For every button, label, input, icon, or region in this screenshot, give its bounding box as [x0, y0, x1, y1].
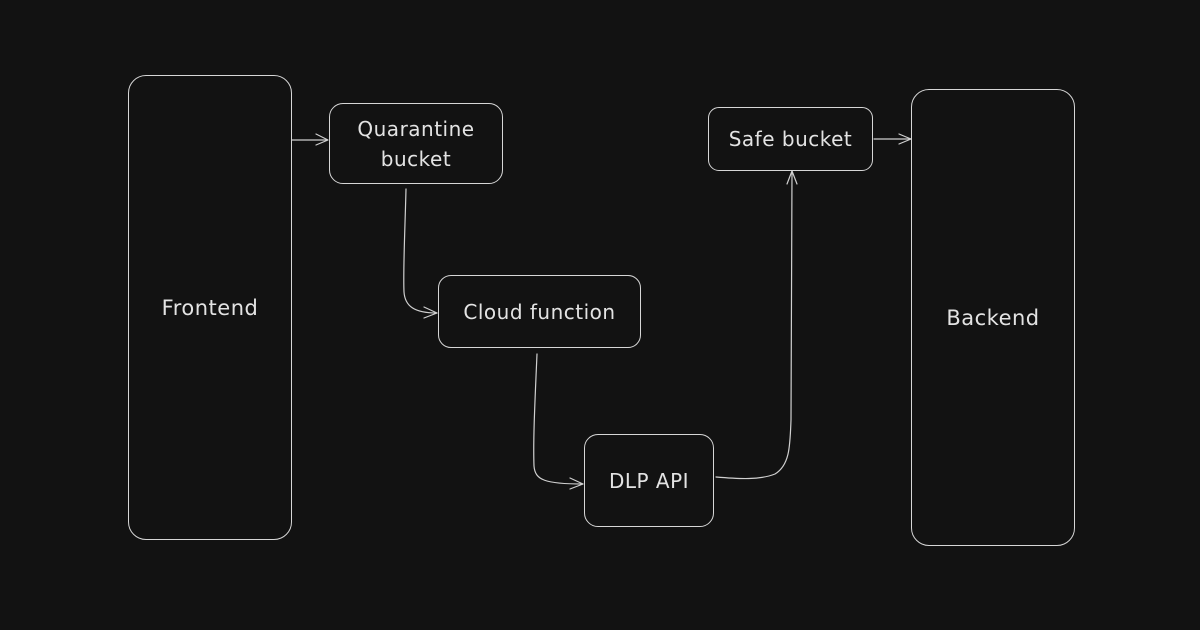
node-label: DLP API: [608, 468, 690, 493]
node-label: Frontend: [161, 295, 259, 320]
edge-safe-to-backend[interactable]: [873, 133, 912, 145]
node-label: Backend: [946, 305, 1040, 330]
node-label: Quarantine bucket: [357, 116, 475, 171]
edge-line: [715, 170, 793, 480]
node-safe-bucket[interactable]: Safe bucket: [708, 107, 873, 171]
node-frontend[interactable]: Frontend: [128, 75, 292, 540]
node-cloud-function[interactable]: Cloud function: [438, 275, 641, 348]
edge-frontend-to-quarantine[interactable]: [291, 133, 329, 146]
node-label: Cloud function: [463, 299, 616, 324]
edge-line: [403, 188, 438, 314]
edge-line: [533, 353, 584, 485]
arrowhead-icon: [315, 133, 329, 146]
edge-dlp-to-safe[interactable]: [715, 170, 798, 480]
arrowhead-icon: [423, 306, 438, 319]
node-label: Safe bucket: [728, 127, 853, 151]
arrowhead-icon: [786, 170, 798, 185]
node-backend[interactable]: Backend: [911, 89, 1075, 546]
node-dlp-api[interactable]: DLP API: [584, 434, 714, 527]
edge-quarantine-to-cloud[interactable]: [403, 188, 438, 319]
edge-cloud-to-dlp[interactable]: [533, 353, 584, 490]
node-quarantine-bucket[interactable]: Quarantine bucket: [329, 103, 503, 184]
arrowhead-icon: [569, 477, 584, 490]
